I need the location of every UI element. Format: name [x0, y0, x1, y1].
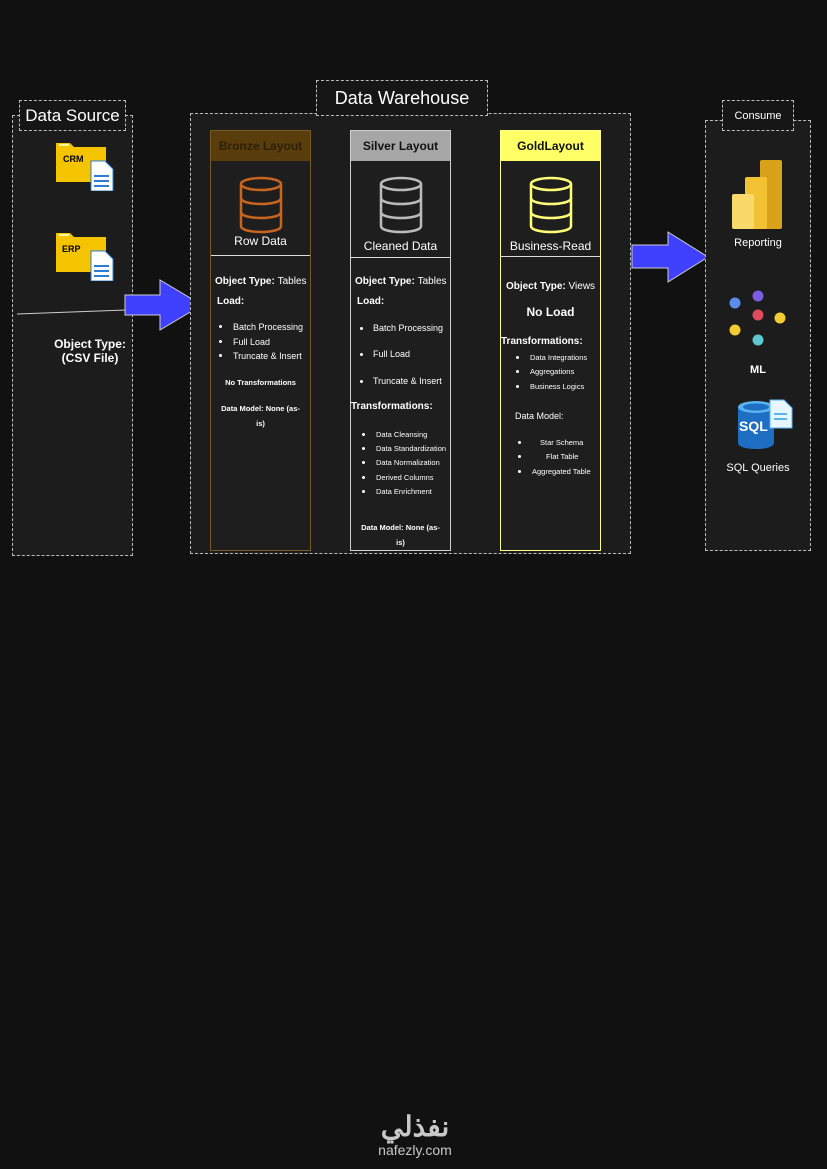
data-model-item: Aggregated Table: [532, 467, 591, 476]
load-item: Truncate & Insert: [233, 351, 302, 361]
database-icon: [529, 176, 573, 234]
object-type: Object Type: Tables: [215, 276, 307, 287]
sql-database-icon: [738, 399, 793, 449]
arrow-to-consume: [631, 231, 709, 283]
erp-folder-icon: [56, 231, 116, 282]
data-model: Data Model: None (as-: [221, 404, 300, 413]
object-type: Object Type: Tables: [355, 276, 447, 287]
divider: [211, 255, 310, 256]
data-model-item: Star Schema: [540, 438, 584, 447]
data-source-title: Data Source: [19, 100, 126, 131]
transformation-item: Data Normalization: [376, 458, 440, 467]
consume-title: Consume: [722, 100, 794, 131]
transformations-title: Transformations:: [351, 401, 433, 412]
load-item: Truncate & Insert: [373, 376, 442, 386]
ml-label: ML: [750, 364, 766, 376]
database-icon: [239, 176, 283, 234]
load-title: Load:: [217, 296, 245, 307]
silver-layer: Silver Layout Cleaned Data Object Type: …: [350, 130, 451, 551]
load-item: Full Load: [233, 337, 271, 347]
load-item: Full Load: [373, 349, 411, 359]
load-item: Batch Processing: [373, 323, 444, 333]
data-model-cont: is): [396, 538, 405, 547]
silver-header: Silver Layout: [351, 131, 450, 161]
data-model-cont: is): [256, 419, 265, 428]
load: No Load: [526, 305, 575, 319]
data-model: Data Model: None (as-: [361, 523, 440, 532]
watermark-logo: نفذلي nafezly.com: [340, 1111, 490, 1159]
erp-label: ERP: [62, 244, 81, 254]
data-model-title: Data Model:: [515, 411, 564, 421]
database-icon: [379, 176, 423, 234]
load-title: Load:: [357, 296, 385, 307]
transformations-title: Transformations:: [501, 336, 583, 347]
gold-layer: GoldLayout Business-Read Object Type: Vi…: [500, 130, 601, 551]
power-bi-icon: [732, 160, 782, 229]
crm-label: CRM: [63, 154, 84, 164]
transformation-item: Data Cleansing: [376, 430, 428, 439]
reporting-label: Reporting: [734, 237, 782, 249]
load-item: Batch Processing: [233, 322, 304, 332]
bronze-header: Bronze Layout: [211, 131, 310, 161]
transformations: No Transformations: [225, 378, 296, 387]
watermark-arabic: نفذلي: [380, 1111, 450, 1142]
transformation-item: Data Standardization: [376, 444, 447, 453]
object-type-value: (CSV File): [61, 351, 119, 365]
csv-object-type: Object Type: (CSV File): [50, 337, 130, 365]
bronze-label: Row Data: [234, 234, 287, 248]
divider: [351, 257, 450, 258]
transformation-item: Business Logics: [530, 382, 585, 391]
transformation-item: Aggregations: [530, 367, 575, 376]
transformation-item: Data Integrations: [530, 353, 588, 362]
bronze-layer: Bronze Layout Row Data Object Type: Tabl…: [210, 130, 311, 551]
transformation-item: Data Enrichment: [376, 487, 432, 496]
watermark-latin: nafezly.com: [378, 1142, 452, 1158]
object-type-label: Object Type:: [54, 337, 126, 351]
object-type: Object Type: Views: [505, 281, 596, 292]
data-warehouse-title: Data Warehouse: [316, 80, 488, 116]
sql-queries-label: SQL Queries: [726, 462, 790, 474]
ml-icon: [729, 290, 786, 346]
sql-icon-text: SQL: [739, 418, 768, 434]
arrow-to-warehouse: [124, 279, 203, 331]
crm-folder-icon: [56, 141, 116, 192]
gold-header: GoldLayout: [501, 131, 600, 161]
divider: [501, 256, 600, 257]
transformation-item: Derived Columns: [376, 473, 434, 482]
silver-label: Cleaned Data: [363, 239, 438, 253]
gold-label: Business-Read: [509, 239, 592, 253]
data-model-item: Flat Table: [546, 452, 579, 461]
